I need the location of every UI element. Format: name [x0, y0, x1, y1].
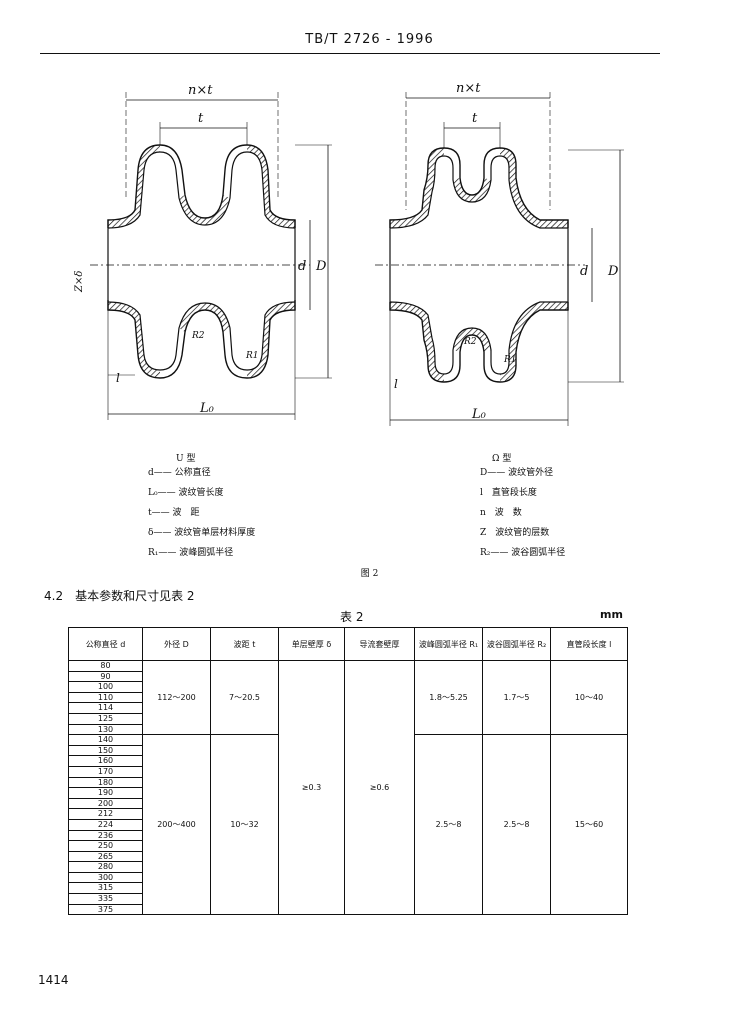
right-D-label: D: [607, 264, 619, 279]
col-header: 外径 D: [142, 627, 211, 661]
col-header: 波谷圆弧半径 R₂: [482, 627, 551, 661]
dn-cell: 160: [68, 755, 143, 767]
col-header: 导流套壁厚: [344, 627, 415, 661]
bellows-figure: n×t t d D Z×δ l L₀ R1 R2 n×t t d D l L₀ …: [60, 70, 680, 450]
left-d-label: d: [298, 259, 306, 274]
right-R1-label: R1: [503, 355, 517, 365]
dn-cell: 315: [68, 882, 143, 895]
group2-D: 200～400: [142, 734, 211, 916]
left-D-label: D: [315, 259, 327, 274]
right-l-label: l: [394, 377, 398, 391]
table-unit: mm: [600, 608, 623, 621]
table-row: 140 200～400 10～32 2.5～8 2.5～8 15～60: [68, 734, 628, 916]
legend-item: R₁—— 波峰圆弧半径: [148, 548, 234, 558]
group2-t: 10～32: [210, 734, 279, 916]
group1-D: 112～200: [142, 659, 211, 736]
dn-cell: 100: [68, 681, 143, 693]
group2-R2: 2.5～8: [482, 734, 551, 916]
col-header: 公称直径 d: [68, 627, 143, 661]
left-l-label: l: [116, 371, 120, 385]
legend-left: d—— 公称直径 L₀—— 波纹管长度 t—— 波 距 δ—— 波纹管单层材料厚…: [148, 463, 255, 563]
dn-cell: 180: [68, 776, 143, 789]
col-header: 直管段长度 l: [550, 627, 628, 661]
dn-cell: 250: [68, 840, 143, 852]
left-t-label: t: [198, 111, 204, 126]
left-R1-label: R1: [245, 351, 259, 361]
dn-cell: 130: [68, 723, 143, 736]
guide-cell: ≥0.6: [344, 659, 415, 916]
table-header-row: 公称直径 d 外径 D 波距 t 单层壁厚 δ 导流套壁厚 波峰圆弧半径 R₁ …: [68, 627, 628, 661]
bellows-drawing: n×t t d D Z×δ l L₀ R1 R2 n×t t d D l L₀ …: [74, 81, 624, 426]
page-header: TB/T 2726 - 1996: [305, 32, 434, 47]
legend-item: t—— 波 距: [148, 508, 200, 518]
left-nt-label: n×t: [188, 83, 213, 98]
right-t-label: t: [472, 111, 478, 126]
group1-R2: 1.7～5: [482, 659, 551, 736]
legend-item: l 直管段长度: [480, 488, 537, 498]
dn-cell: 280: [68, 861, 143, 873]
dn-cell: 190: [68, 787, 143, 799]
figure-number: 图 2: [360, 569, 379, 579]
dn-cell: 110: [68, 691, 143, 704]
col-header: 单层壁厚 δ: [278, 627, 345, 661]
table-row: 375: [68, 903, 628, 916]
dn-cell: 114: [68, 702, 143, 714]
dn-cell: 200: [68, 797, 143, 810]
legend-item: D—— 波纹管外径: [480, 468, 554, 478]
dn-cell: 125: [68, 712, 143, 725]
page-number: 1414: [38, 973, 69, 987]
dn-cell: 212: [68, 808, 143, 820]
left-z-label: Z×δ: [74, 271, 85, 293]
parameter-table: 公称直径 d 外径 D 波距 t 单层壁厚 δ 导流套壁厚 波峰圆弧半径 R₁ …: [68, 627, 628, 916]
table-title: 表 2: [340, 610, 364, 624]
col-header: 波峰圆弧半径 R₁: [414, 627, 483, 661]
legend-item: d—— 公称直径: [148, 468, 211, 478]
caption-u-type: U 型: [176, 454, 196, 464]
left-L0-label: L₀: [199, 401, 215, 416]
legend-item: L₀—— 波纹管长度: [148, 488, 224, 498]
group2-l: 15～60: [550, 734, 628, 916]
dn-cell: 90: [68, 670, 143, 683]
col-header: 波距 t: [210, 627, 279, 661]
dn-cell: 150: [68, 744, 143, 757]
dn-cell: 80: [68, 660, 143, 672]
right-d-label: d: [580, 264, 588, 279]
group1-l: 10～40: [550, 659, 628, 736]
legend-item: δ—— 波纹管单层材料厚度: [148, 528, 256, 538]
group1-R1: 1.8～5.25: [414, 659, 483, 736]
group2-R1: 2.5～8: [414, 734, 483, 916]
dn-cell: 224: [68, 818, 143, 831]
header-rule: [40, 53, 660, 54]
u-type-bellows: [90, 92, 332, 420]
dn-cell: 170: [68, 765, 143, 778]
section-heading: 4.2 基本参数和尺寸见表 2: [44, 589, 195, 603]
legend-item: Z 波纹管的层数: [480, 528, 550, 538]
right-R2-label: R2: [463, 337, 477, 347]
dn-cell: 265: [68, 850, 143, 863]
group1-t: 7～20.5: [210, 659, 279, 736]
delta-cell: ≥0.3: [278, 659, 345, 916]
right-nt-label: n×t: [456, 81, 481, 96]
caption-omega-type: Ω 型: [492, 454, 512, 464]
legend-right: D—— 波纹管外径 l 直管段长度 n 波 数 Z 波纹管的层数 R₂—— 波谷…: [480, 463, 565, 563]
legend-item: R₂—— 波谷圆弧半径: [480, 548, 566, 558]
table-row: 80 112～200 7～20.5 ≥0.3 ≥0.6 1.8～5.25 1.7…: [68, 659, 628, 916]
right-L0-label: L₀: [471, 407, 487, 422]
dn-cell: 140: [68, 734, 143, 746]
omega-type-bellows: [375, 92, 624, 426]
dn-cell: 300: [68, 871, 143, 884]
dn-cell: 335: [68, 893, 143, 905]
legend-item: n 波 数: [480, 508, 522, 518]
dn-cell: 236: [68, 829, 143, 842]
dn-cell: 375: [68, 903, 143, 916]
left-R2-label: R2: [191, 331, 205, 341]
